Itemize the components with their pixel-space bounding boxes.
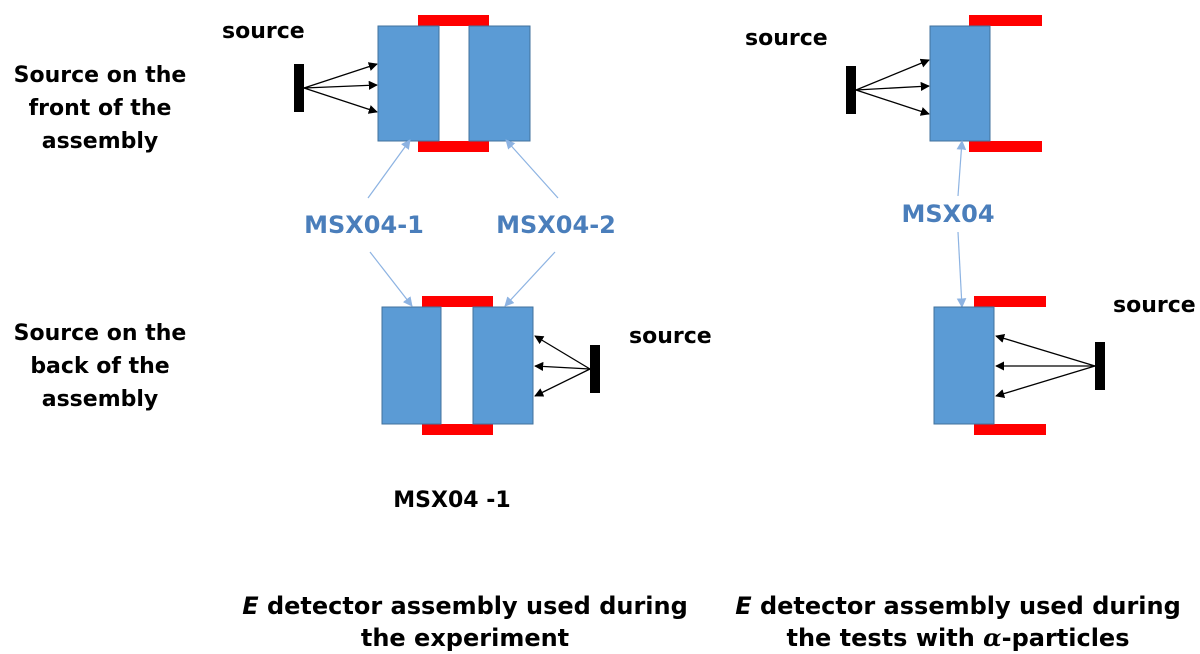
label-source-front-line2: front of the [29, 96, 172, 121]
right-back-assembly: source [933, 293, 1196, 435]
caption-experiment-line1: E detector assembly used during [235, 590, 695, 622]
caption-text: detector assembly used during [751, 592, 1181, 620]
detector-msx04-2 [472, 306, 534, 425]
radiation-arrows [855, 58, 930, 116]
source-label: source [745, 26, 828, 51]
source-label: source [1113, 293, 1196, 318]
label-source-front: Source on the front of the assembly [14, 63, 187, 154]
frame-bottom [974, 424, 1046, 435]
source-bar [590, 345, 600, 393]
radiation-arrows [303, 62, 378, 114]
frame-top [969, 15, 1042, 26]
frame-bottom [969, 141, 1042, 152]
frame-top [422, 296, 493, 307]
label-msx04: MSX04 [901, 200, 994, 228]
frame-top [418, 15, 489, 26]
caption-symbol: E [735, 592, 752, 620]
source-bar [846, 66, 856, 114]
caption-text: -particles [1001, 624, 1130, 652]
label-source-front-line3: assembly [42, 129, 159, 154]
detector-msx04-1 [377, 25, 440, 142]
left-back-assembly: source [381, 296, 712, 435]
label-source-back-line2: back of the [30, 354, 169, 379]
caption-text: detector assembly used during [258, 592, 688, 620]
source-bar [294, 64, 304, 112]
caption-experiment-line2: the experiment [360, 624, 570, 652]
radiation-arrows [534, 335, 591, 397]
detector-msx04 [929, 25, 991, 142]
caption-text: the tests with [786, 624, 984, 652]
alpha-symbol: α [983, 623, 1002, 652]
frame-bottom [418, 141, 489, 152]
source-label: source [222, 19, 305, 44]
pointer-lines-left [367, 139, 559, 307]
pointer-lines-right [956, 140, 967, 308]
label-msx04-2: MSX04-2 [496, 211, 616, 239]
caption-alpha-line2: the tests with α-particles [728, 622, 1188, 654]
caption-experiment: E detector assembly used during the expe… [235, 590, 695, 654]
source-bar [1095, 342, 1105, 390]
label-source-back-line3: assembly [42, 387, 159, 412]
right-front-assembly: source [745, 15, 1042, 152]
label-source-back-line1: Source on the [14, 321, 187, 346]
detector-msx04-2 [468, 25, 531, 142]
detector-msx04 [933, 306, 995, 425]
caption-alpha-tests: E detector assembly used during the test… [728, 590, 1188, 654]
frame-top [974, 296, 1046, 307]
radiation-arrows [995, 334, 1096, 398]
detector-msx04-1 [381, 306, 442, 425]
frame-bottom [422, 424, 493, 435]
label-msx04-1: MSX04-1 [304, 211, 424, 239]
label-source-back: Source on the back of the assembly [14, 321, 187, 412]
caption-symbol: E [242, 592, 259, 620]
caption-alpha-line1: E detector assembly used during [728, 590, 1188, 622]
source-label: source [629, 324, 712, 349]
left-front-assembly: source [222, 15, 531, 152]
label-source-front-line1: Source on the [14, 63, 187, 88]
label-msx04-1-bottom: MSX04 -1 [393, 488, 510, 513]
